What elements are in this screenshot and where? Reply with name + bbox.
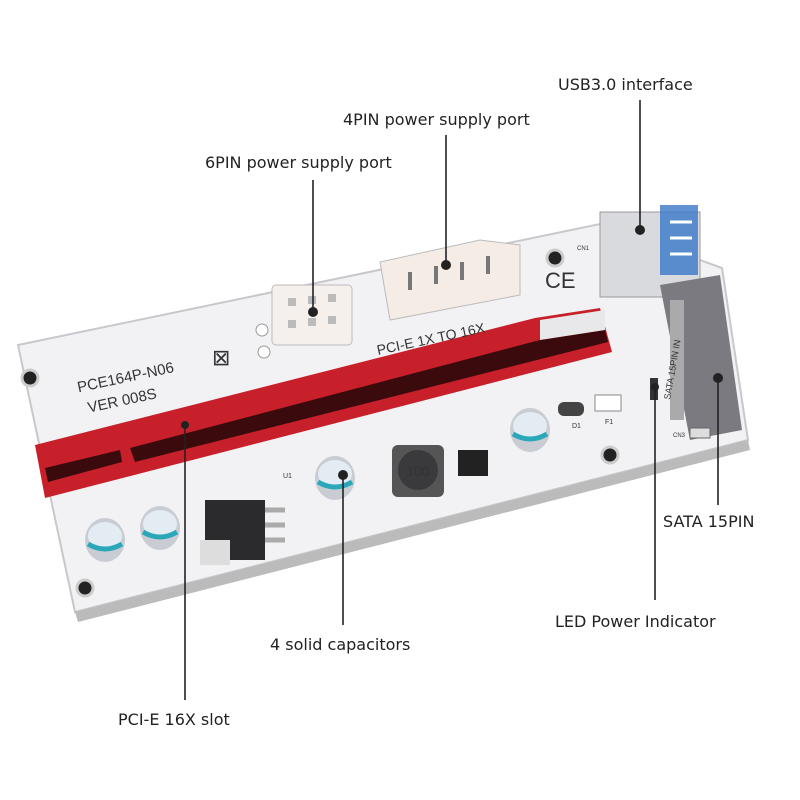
cn3-text: CN3 (673, 433, 686, 439)
ic-chip (458, 450, 488, 476)
callout-6pin: 6PIN power supply port (205, 153, 392, 172)
diode-fuse (558, 394, 622, 416)
d1-text: D1 (572, 423, 581, 430)
inductor: 100 (392, 445, 444, 497)
callout-slot: PCI-E 16X slot (118, 710, 230, 729)
molex-4pin-connector (379, 239, 521, 321)
sata-connector (660, 275, 742, 440)
callout-sata: SATA 15PIN (663, 512, 754, 531)
callout-4pin: 4PIN power supply port (343, 110, 530, 129)
solid-capacitors (85, 408, 550, 562)
weee-icon: ⊠ (212, 345, 230, 370)
callout-capacitors: 4 solid capacitors (270, 635, 410, 654)
leader-lines (181, 100, 723, 700)
pcb-board-edge (75, 440, 750, 622)
cn1-text: CN1 (577, 246, 590, 252)
u1-text: U1 (283, 473, 292, 480)
voltage-regulator (200, 500, 285, 565)
callout-led: LED Power Indicator (555, 612, 716, 631)
pcie-16x-slot (35, 308, 612, 498)
mounting-holes (20, 248, 620, 598)
inductor-label: 100 (406, 463, 430, 479)
ce-mark: CE (545, 268, 576, 293)
f1-text: F1 (605, 419, 613, 426)
callout-usb: USB3.0 interface (558, 75, 693, 94)
